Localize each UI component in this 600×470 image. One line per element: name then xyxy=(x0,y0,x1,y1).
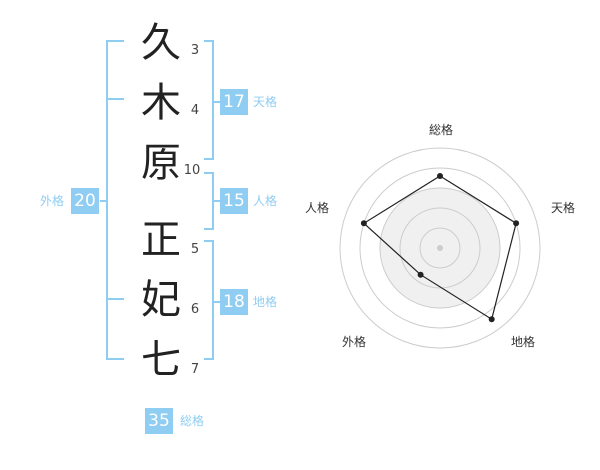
radar-axis-label-jinkaku: 人格 xyxy=(304,201,329,215)
name-char-2: 木 xyxy=(141,80,181,126)
name-char-1: 久 xyxy=(141,20,181,66)
gaikaku-label: 外格 xyxy=(40,194,65,208)
jinkaku-label: 人格 xyxy=(253,194,278,208)
radar-axis-label-gaikaku: 外格 xyxy=(341,335,366,349)
radar-point-jinkaku xyxy=(360,220,367,227)
name-char-5: 妃 xyxy=(141,277,181,323)
name-char-6: 七 xyxy=(141,337,181,383)
tenkaku-label: 天格 xyxy=(253,95,278,109)
stroke-count-1: 3 xyxy=(190,43,200,58)
soukaku-label: 総格 xyxy=(180,414,205,428)
radar-ring-5 xyxy=(339,147,541,349)
stroke-count-5: 6 xyxy=(190,302,200,317)
radar-ring-2 xyxy=(399,207,481,289)
radar-center-dot xyxy=(437,245,443,251)
radar-point-soukaku xyxy=(437,173,443,179)
radar-ring-1 xyxy=(419,227,461,269)
chikaku-badge: 18 xyxy=(220,289,248,315)
radar-axis-label-chikaku: 地格 xyxy=(510,335,535,349)
radar-point-chikaku xyxy=(488,316,495,323)
radar-point-tenkaku xyxy=(513,220,520,227)
stroke-count-6: 7 xyxy=(190,362,200,377)
radar-series-polygon xyxy=(362,175,517,321)
chikaku-label: 地格 xyxy=(253,295,278,309)
stroke-count-2: 4 xyxy=(190,103,200,118)
radar-point-gaikaku xyxy=(417,271,424,278)
radar-ring-3 xyxy=(379,187,501,309)
jinkaku-badge: 15 xyxy=(220,188,248,214)
radar-axis-label-tenkaku: 天格 xyxy=(550,201,575,215)
soukaku-badge: 35 xyxy=(145,408,173,434)
name-char-4: 正 xyxy=(141,217,181,263)
radar-ring-4 xyxy=(359,167,521,329)
radar-axis-label-soukaku: 総格 xyxy=(428,123,453,137)
tenkaku-badge: 17 xyxy=(220,89,248,115)
stroke-count-3: 10 xyxy=(183,163,201,178)
name-char-3: 原 xyxy=(141,140,181,186)
stroke-count-4: 5 xyxy=(190,242,200,257)
gaikaku-badge: 20 xyxy=(71,188,99,214)
